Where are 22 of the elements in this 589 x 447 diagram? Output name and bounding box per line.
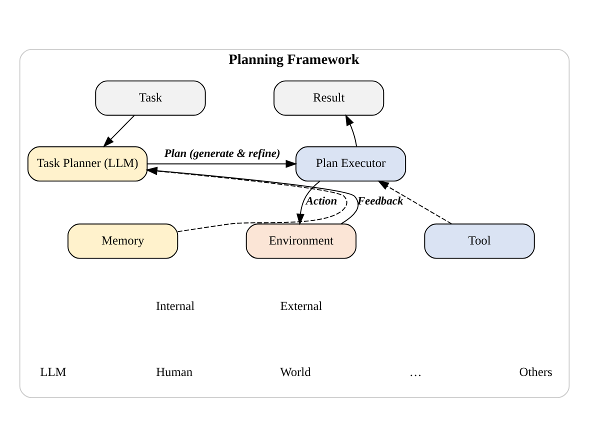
label: Human <box>156 365 193 379</box>
label: World <box>280 365 311 379</box>
node-box: Plan Executor <box>295 146 406 182</box>
arrow <box>345 114 357 147</box>
label: Others <box>519 365 552 379</box>
arrow <box>146 160 298 168</box>
node-box: Memory <box>68 224 178 259</box>
edge-label: Action <box>306 196 338 208</box>
label: LLM <box>40 365 66 379</box>
arrow <box>296 180 320 226</box>
label: External <box>280 299 322 314</box>
label: Internal <box>156 299 195 314</box>
node-box: Tool <box>424 224 535 259</box>
edge-label: Plan (generate & refine) <box>164 148 280 160</box>
edge-label: Feedback <box>357 196 404 208</box>
arrow <box>102 115 135 148</box>
node-box: Result <box>274 80 384 116</box>
node-box: Task Planner (LLM) <box>27 146 148 182</box>
arrow <box>377 180 452 224</box>
node-box: Task <box>95 80 206 116</box>
label: … <box>409 365 422 379</box>
node-box: Environment <box>246 224 356 259</box>
